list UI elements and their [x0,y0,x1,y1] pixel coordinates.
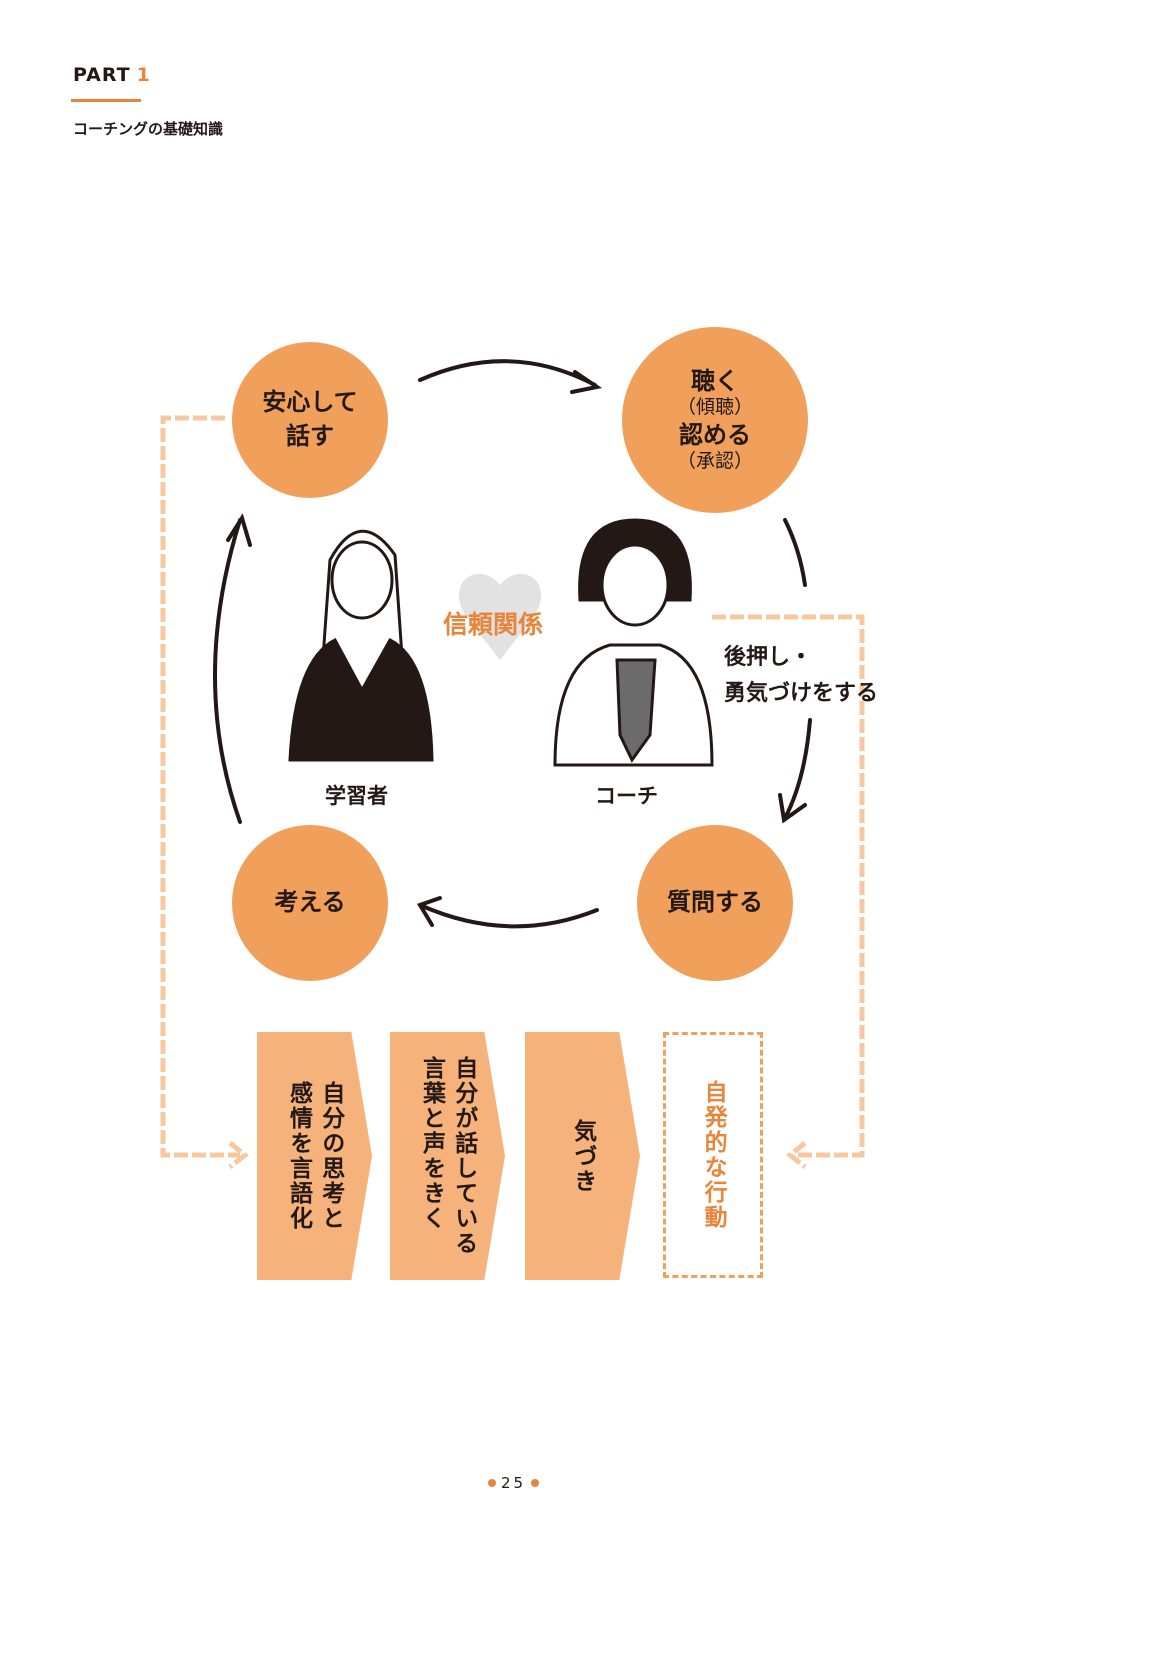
feedback-loop [160,415,865,1169]
dot-icon [488,1479,496,1487]
circle-text: 認める [679,421,751,449]
page-number-text: 25 [501,1474,527,1492]
process-step-hear-own-words: 自分が話している言葉と声をきく [390,1032,505,1280]
circle-text: 質問する [667,888,763,917]
circle-text: 考える [274,888,346,917]
circle-text: 安心して [262,388,358,417]
process-step-spontaneous-action: 自発的な行動 [663,1032,763,1278]
circle-text: 聴く [691,367,739,396]
learner-label: 学習者 [325,784,388,808]
circle-text: （傾聴） [676,396,753,419]
dot-icon [531,1479,540,1487]
step-think: 考える [232,825,388,981]
trust-label: 信頼関係 [443,610,544,639]
part-text: PART [73,64,131,86]
push-line: 勇気づけをする [724,681,879,707]
part-number: 1 [136,64,151,86]
header-rule [71,99,141,102]
step-ask-question: 質問する [637,825,793,981]
encouragement-label: 後押し・勇気づけをする [724,640,878,713]
step-text: 自分の思考と感情を言語化 [285,1081,344,1231]
step-speak-safely: 安心して 話す [232,342,388,498]
learner-illustration [288,529,434,762]
page-number: 25 [488,1474,540,1492]
circle-text: （承認） [676,450,753,472]
process-step-verbalize: 自分の思考と感情を言語化 [257,1032,372,1280]
heart-icon [459,573,541,660]
cycle-arrows [213,359,812,929]
step-listen-acknowledge: 聴く （傾聴） 認める （承認） [622,327,808,513]
step-text: 自分が話している言葉と声をきく [418,1056,477,1256]
chapter-subtitle: コーチングの基礎知識 [73,120,224,138]
coach-illustration [553,518,714,767]
process-step-awareness: 気づき [525,1032,640,1280]
step-text: 気づき [569,1118,596,1194]
coach-label: コーチ [595,784,658,808]
step-text: 自発的な行動 [700,1080,727,1230]
circle-text: 話す [286,422,334,450]
push-line: 後押し・ [724,645,813,670]
